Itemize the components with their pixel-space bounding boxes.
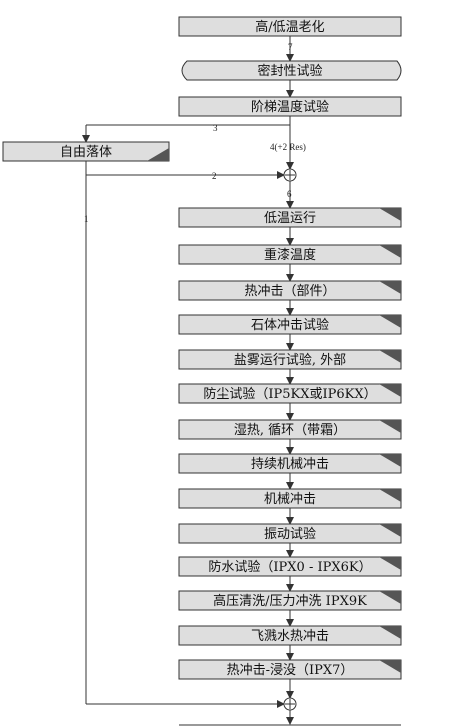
step-label: 高/低温老化: [255, 19, 324, 35]
step-label: 低温运行: [264, 211, 316, 226]
step-corner-mark: [379, 245, 401, 258]
step-corner-mark: [379, 660, 401, 673]
step-label: 重漆温度: [264, 247, 316, 263]
step-box: 振动试验: [178, 523, 402, 544]
junction-upper: [283, 168, 297, 182]
step-box: 密封性试验: [181, 60, 402, 81]
edge-label-7: 7: [288, 42, 293, 52]
step-box: 热冲击-浸没（IPX7）: [178, 659, 402, 680]
edge-label-6: 6: [287, 189, 292, 199]
step-box: 阶梯温度试验: [178, 96, 402, 117]
step-box: 高/低温老化: [178, 16, 402, 37]
step-box: 飞溅水热冲击: [178, 625, 402, 646]
step-box: 防水试验（IPX0 - IPX6K）: [178, 556, 402, 577]
step-label: 石体冲击试验: [251, 317, 329, 333]
step-label: 高压清洗/压力冲洗 IPX9K: [213, 593, 367, 609]
step-corner-mark: [379, 350, 401, 363]
step-label: 热冲击（部件）: [244, 284, 335, 299]
step-label: 机械冲击: [264, 492, 316, 507]
step-label: 热冲击-浸没（IPX7）: [227, 663, 354, 678]
free-fall-branch: 自由落体: [2, 141, 170, 162]
step-box: 低温运行: [178, 207, 402, 228]
step-label: 密封性试验: [257, 63, 322, 79]
step-corner-mark: [379, 454, 401, 467]
step-label: 盐雾运行试验, 外部: [234, 352, 346, 368]
step-box: 持续机械冲击: [178, 453, 402, 474]
step-corner-mark: [379, 591, 401, 604]
step-corner-mark: [379, 315, 401, 328]
step-corner-mark: [379, 420, 401, 433]
connector-lines: [82, 36, 294, 725]
step-corner-mark: [379, 489, 401, 502]
step-box: 热冲击（部件）: [178, 280, 402, 301]
step-box: 重漆温度: [178, 244, 402, 265]
step-corner-mark: [379, 524, 401, 537]
edge-label-4-res: 4(+2 Res): [270, 142, 306, 152]
edge-label-3: 3: [213, 123, 218, 133]
step-corner-mark: [379, 557, 401, 570]
step-label: 振动试验: [264, 526, 316, 542]
step-label: 防尘试验（IP5KX或IP6KX）: [203, 386, 376, 402]
step-label: 阶梯温度试验: [251, 99, 329, 115]
step-box: 盐雾运行试验, 外部: [178, 349, 402, 370]
step-label: 持续机械冲击: [251, 457, 329, 472]
step-corner-mark: [379, 384, 401, 397]
free-fall-corner-mark: [147, 148, 169, 161]
edge-label-1: 1: [84, 214, 89, 224]
step-box: 防尘试验（IP5KX或IP6KX）: [178, 383, 402, 404]
step-box: 高压清洗/压力冲洗 IPX9K: [178, 590, 402, 611]
step-corner-mark: [379, 208, 401, 221]
step-box-shape: [178, 16, 402, 37]
step-corner-mark: [379, 281, 401, 294]
step-corner-mark: [379, 626, 401, 639]
free-fall-label: 自由落体: [60, 145, 112, 160]
step-label: 飞溅水热冲击: [251, 629, 329, 644]
edge-label-2: 2: [212, 171, 217, 181]
step-box: 石体冲击试验: [178, 314, 402, 335]
junction-lower: [283, 697, 297, 711]
step-box: 机械冲击: [178, 488, 402, 509]
step-box: 湿热, 循环（带霜）: [178, 419, 402, 440]
step-box-shape: [181, 60, 402, 81]
step-label: 防水试验（IPX0 - IPX6K）: [208, 559, 371, 575]
step-box-shape: [178, 96, 402, 117]
step-label: 湿热, 循环（带霜）: [234, 423, 346, 438]
